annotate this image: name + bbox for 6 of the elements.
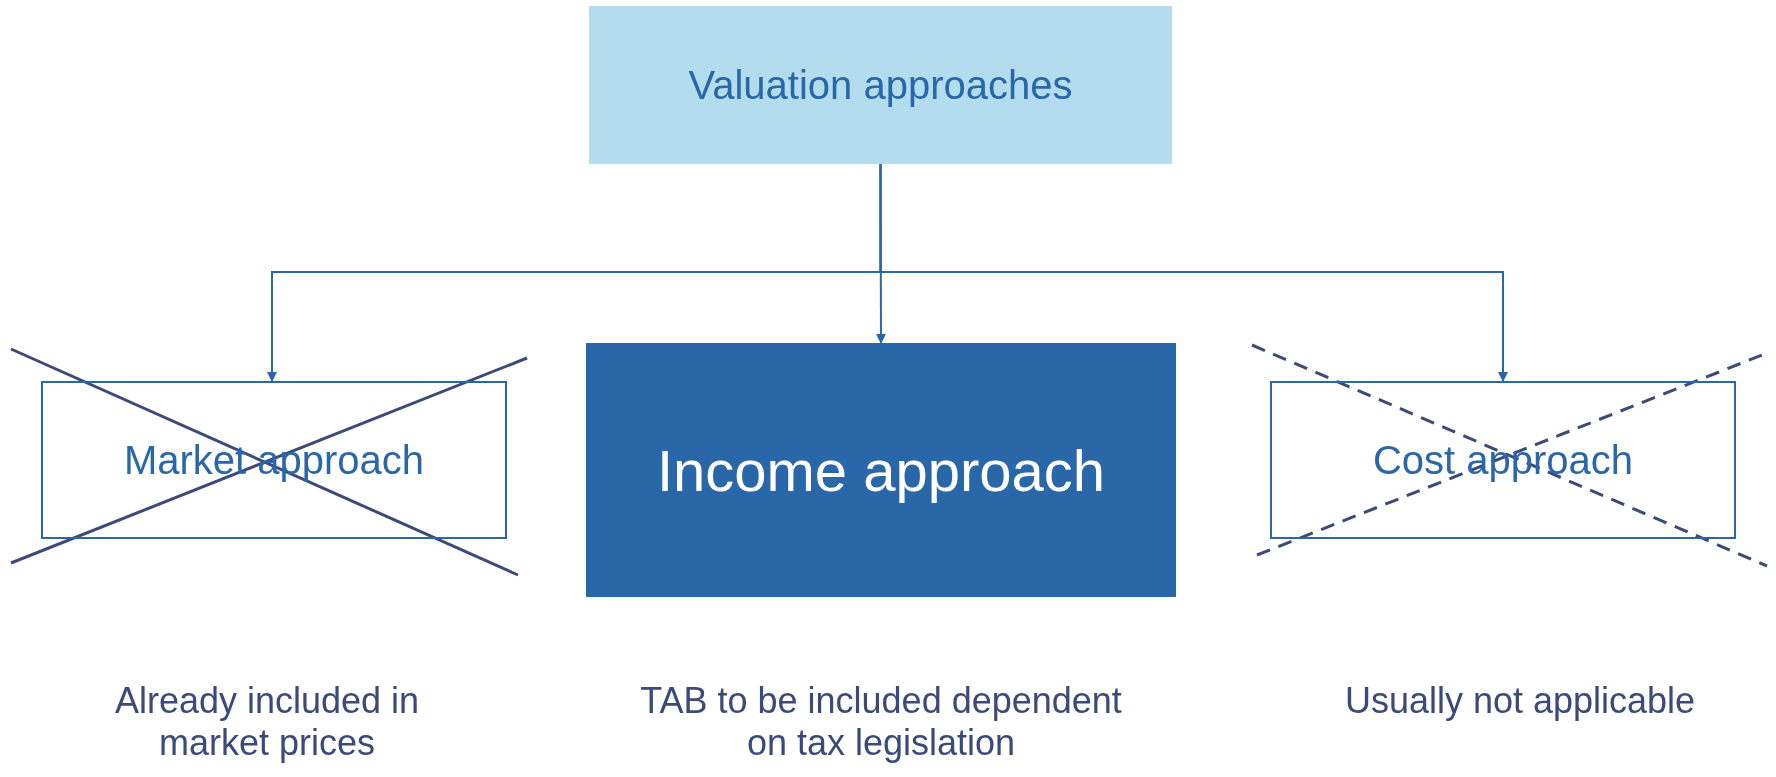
note-text: Already included in market prices: [113, 680, 421, 764]
highlighted-box: Income approach: [586, 343, 1176, 597]
title-box: Valuation approaches: [589, 6, 1172, 164]
arrow: [879, 163, 1508, 382]
note-text: Usually not applicable: [1343, 680, 1697, 722]
note-text: TAB to be included dependent on tax legislation: [639, 680, 1123, 764]
